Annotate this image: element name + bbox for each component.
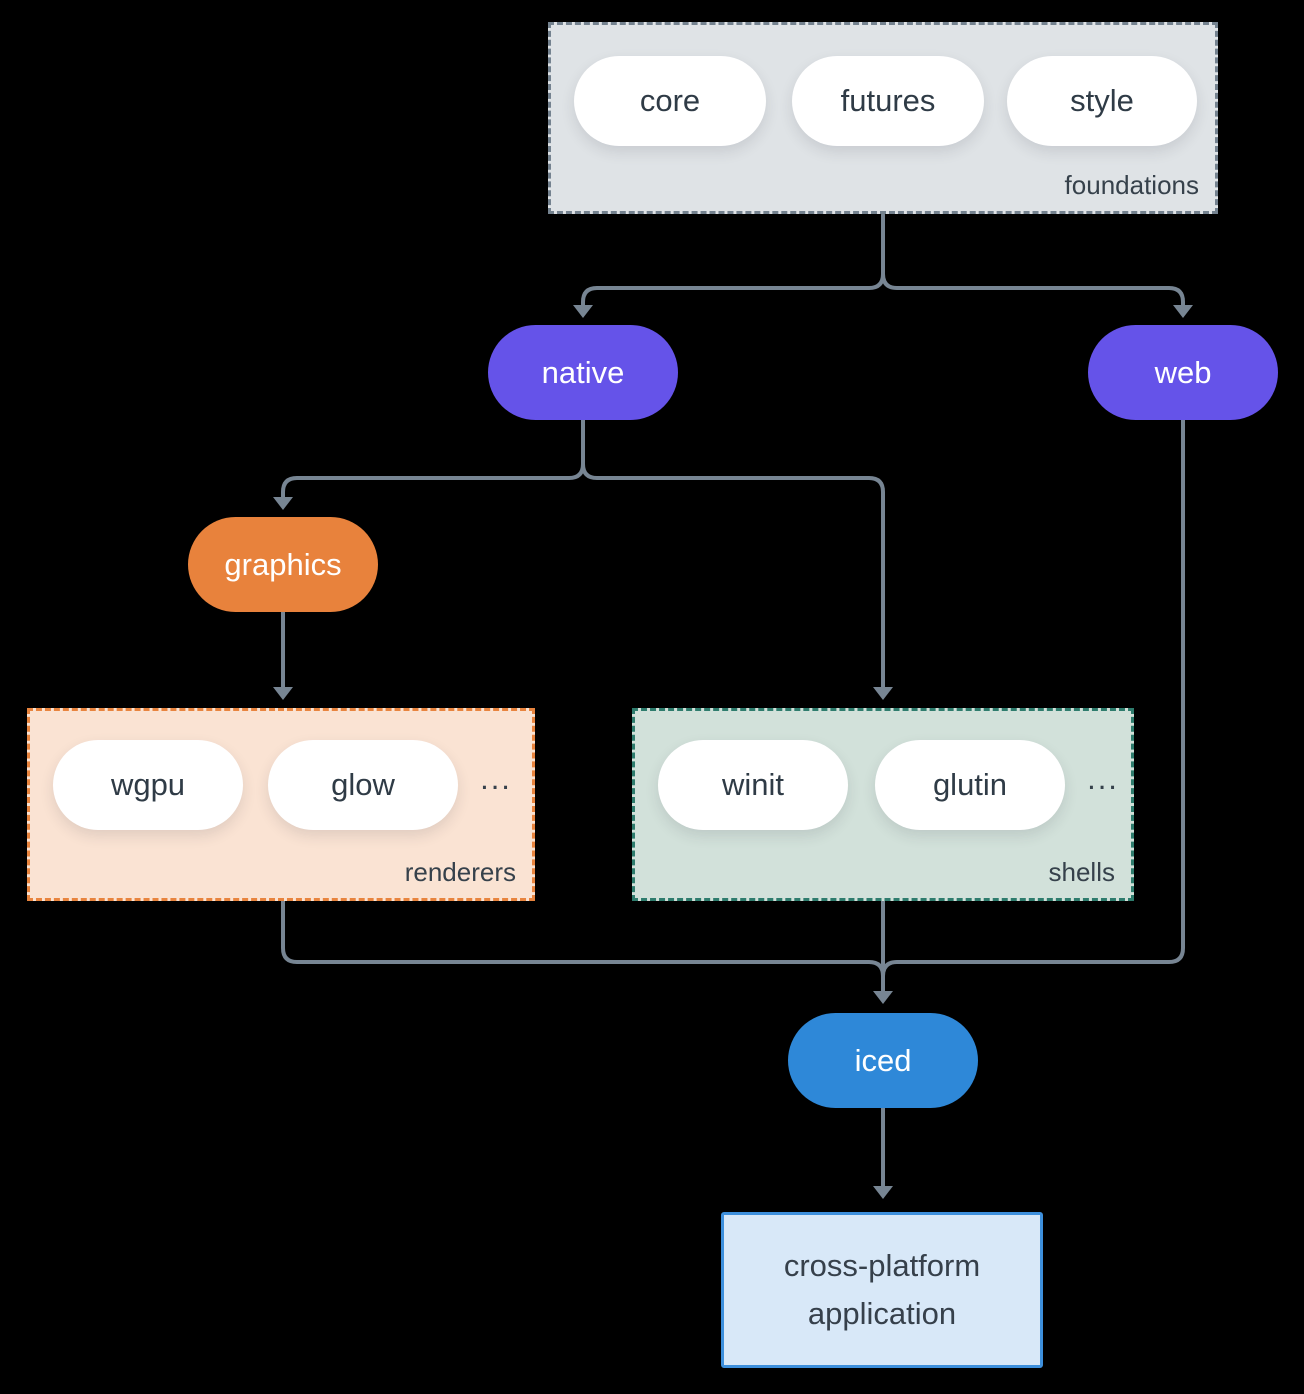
group-renderers: wgpu glow ... renderers <box>27 708 535 901</box>
arrowhead-shells <box>873 687 893 700</box>
node-futures: futures <box>792 56 984 146</box>
node-native: native <box>488 325 678 420</box>
arrowhead-iced <box>873 991 893 1004</box>
connector-foundations-to-web <box>881 272 1185 307</box>
arrowhead-renderers <box>273 687 293 700</box>
group-foundations: core futures style foundations <box>548 22 1218 214</box>
group-label-foundations: foundations <box>1064 170 1199 200</box>
node-winit: winit <box>658 740 848 830</box>
node-glutin: glutin <box>875 740 1065 830</box>
node-glow: glow <box>268 740 458 830</box>
node-wgpu: wgpu <box>53 740 243 830</box>
node-graphics: graphics <box>188 517 378 612</box>
connector-foundations-to-native <box>581 272 885 307</box>
node-web: web <box>1088 325 1278 420</box>
arrowhead-application <box>873 1186 893 1199</box>
connector-renderers-to-iced <box>281 899 885 978</box>
renderers-ellipsis: ... <box>480 761 512 796</box>
node-iced: iced <box>788 1013 978 1108</box>
group-label-shells: shells <box>1048 857 1115 887</box>
connector-native-to-graphics <box>281 462 585 499</box>
arrowhead-native <box>573 305 593 318</box>
arrowhead-graphics <box>273 497 293 510</box>
group-label-renderers: renderers <box>404 857 516 887</box>
connector-native-to-shells <box>581 462 885 689</box>
node-cross-platform-application: cross-platform application <box>721 1212 1043 1368</box>
arrowhead-web <box>1173 305 1193 318</box>
group-shells: winit glutin ... shells <box>632 708 1134 901</box>
node-core: core <box>574 56 766 146</box>
node-style: style <box>1007 56 1197 146</box>
shells-ellipsis: ... <box>1087 761 1119 796</box>
